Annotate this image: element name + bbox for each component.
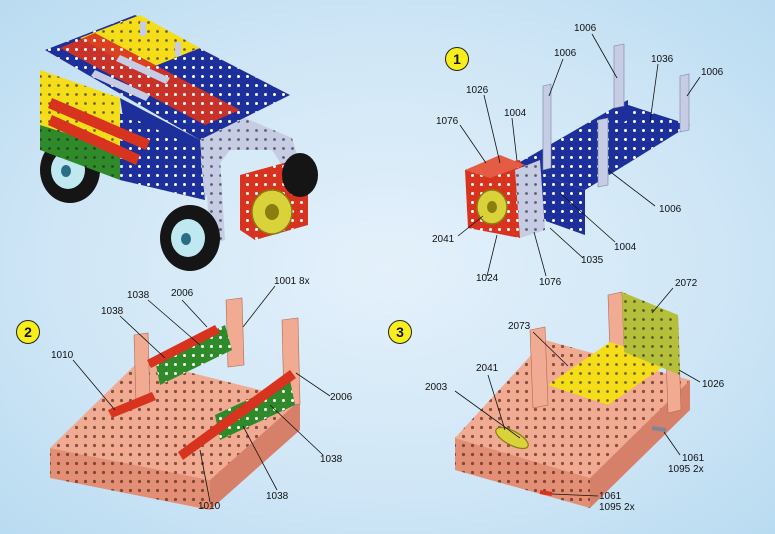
part-label: 2003 <box>425 382 448 393</box>
part-label: 1038 <box>127 290 150 301</box>
part-label: 1076 <box>539 277 562 288</box>
step-1-badge: 1 <box>445 47 469 71</box>
part-label: 1038 <box>101 306 124 317</box>
part-label: 1095 2x <box>599 502 635 513</box>
step-2-badge: 2 <box>16 320 40 344</box>
part-label: 1038 <box>266 491 289 502</box>
part-label: 2006 <box>330 392 353 403</box>
part-label: 1004 <box>614 242 637 253</box>
part-label: 2072 <box>675 278 698 289</box>
part-label: 1010 <box>198 501 221 512</box>
part-label: 1026 <box>702 379 725 390</box>
part-label: 1061 <box>682 453 705 464</box>
part-label: 1004 <box>504 108 527 119</box>
step1-illustration <box>457 33 701 277</box>
part-label: 1036 <box>651 54 674 65</box>
part-label: 2041 <box>432 234 455 245</box>
part-label: 1035 <box>581 255 604 266</box>
part-label: 2041 <box>476 363 499 374</box>
part-label: 2073 <box>508 321 531 332</box>
part-label: 1006 <box>574 23 597 34</box>
part-label: 2006 <box>171 288 194 299</box>
part-label: 1076 <box>436 116 459 127</box>
step-3-badge: 3 <box>388 320 412 344</box>
front-wheel <box>160 205 220 271</box>
step2-illustration <box>50 285 331 510</box>
part-label: 1006 <box>554 48 577 59</box>
finished-truck-model <box>40 15 318 271</box>
part-label: 1095 2x <box>668 464 704 475</box>
part-label: 1010 <box>51 350 74 361</box>
part-label: 1024 <box>476 273 499 284</box>
part-label: 1006 <box>701 67 724 78</box>
step3-illustration <box>454 287 701 508</box>
part-label: 1038 <box>320 454 343 465</box>
part-label: 1026 <box>466 85 489 96</box>
part-label: 1001 8x <box>274 276 310 287</box>
part-label: 1006 <box>659 204 682 215</box>
part-label: 1061 <box>599 491 622 502</box>
